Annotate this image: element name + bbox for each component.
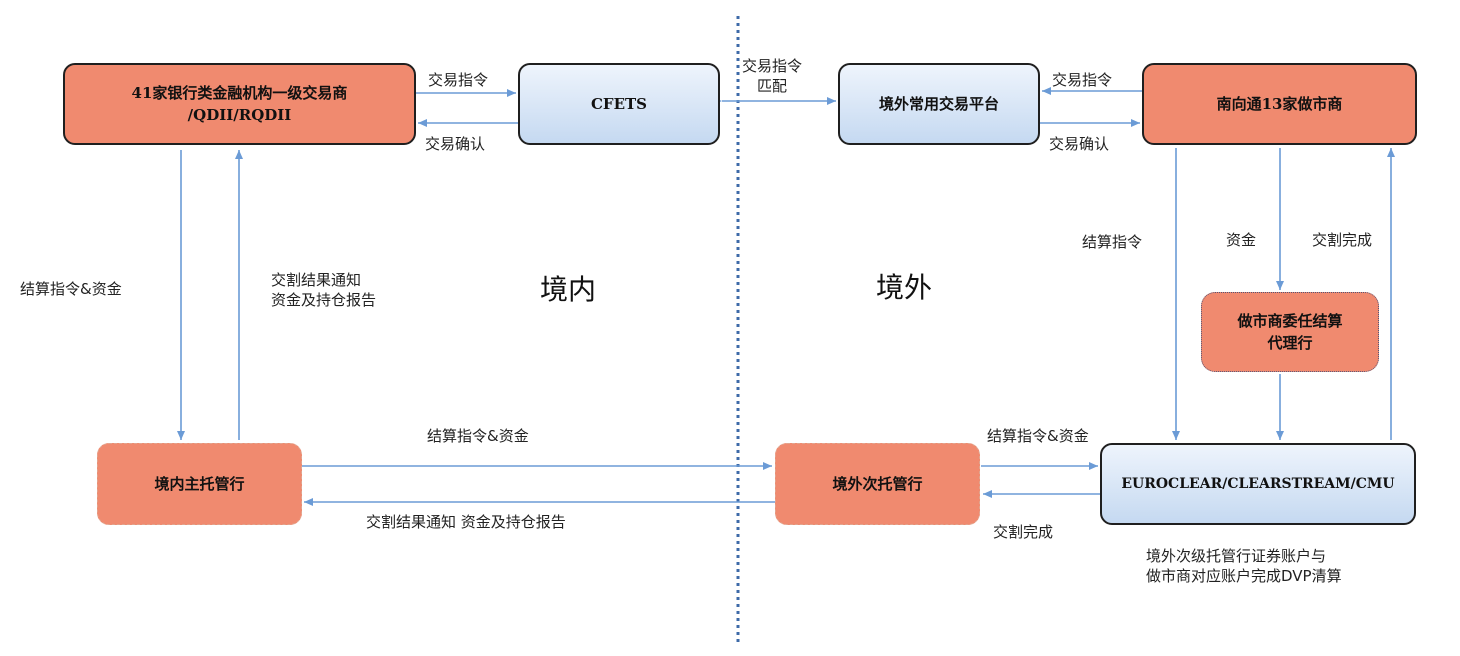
node-market-makers: 南向通13家做市商	[1142, 63, 1417, 145]
label-sub-to-custodian: 交割结果通知 资金及持仓报告	[366, 513, 566, 531]
label-cfets-platform: 交易指令 匹配	[742, 57, 803, 95]
label-bank-to-cfets: 交易指令	[428, 71, 489, 89]
label-cfets-to-bank: 交易确认	[425, 135, 486, 153]
label-domestic-region: 境内	[540, 273, 597, 306]
label-mm-to-platform: 交易指令	[1052, 71, 1113, 89]
label-overseas-region: 境外	[876, 271, 933, 304]
node-csd: EUROCLEAR/CLEARSTREAM/CMU	[1100, 443, 1416, 525]
label-custodian-to-sub: 结算指令&资金	[427, 427, 529, 445]
label-platform-to-mm: 交易确认	[1049, 135, 1110, 153]
node-banks: 41家银行类金融机构一级交易商 /QDII/RQDII	[63, 63, 416, 145]
label-custodian-up: 交割结果通知 资金及持仓报告	[271, 271, 377, 309]
node-domestic-custodian: 境内主托管行	[97, 443, 302, 525]
node-overseas-platform: 境外常用交易平台	[838, 63, 1040, 145]
node-cfets: CFETS	[518, 63, 720, 145]
label-mm-settlement: 结算指令	[1082, 233, 1143, 251]
label-csd-to-sub: 交割完成	[993, 523, 1054, 541]
node-overseas-subcustodian: 境外次托管行	[775, 443, 980, 525]
label-delivery-done-right: 交割完成	[1312, 231, 1373, 249]
label-dvp-note: 境外次级托管行证券账户与 做市商对应账户完成DVP清算	[1146, 547, 1342, 585]
node-settlement-agent: 做市商委任结算 代理行	[1201, 292, 1379, 372]
label-mm-funds: 资金	[1226, 231, 1257, 249]
label-bank-down: 结算指令&资金	[20, 280, 122, 298]
label-sub-to-csd: 结算指令&资金	[987, 427, 1089, 445]
